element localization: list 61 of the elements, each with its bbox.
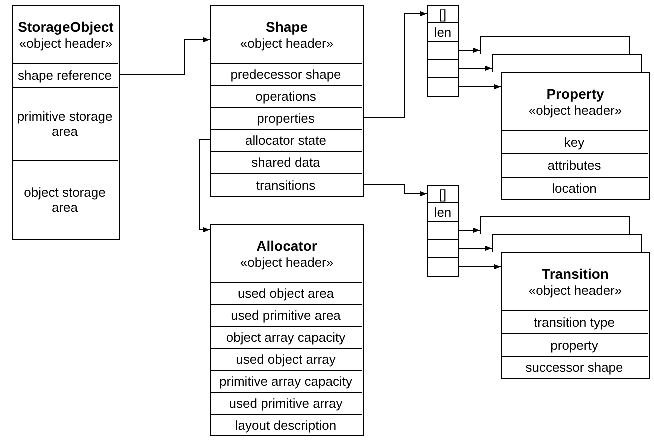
array-slot	[427, 257, 459, 277]
array-header: len	[427, 22, 459, 42]
field-row: properties	[210, 107, 362, 128]
field-row: attributes	[501, 153, 648, 176]
field-row: used object area	[210, 282, 362, 303]
field-row: primitive array capacity	[210, 370, 362, 391]
array-slot	[427, 77, 459, 97]
stereotype-label: «object header»	[240, 254, 334, 270]
stereotype-label: «object header»	[528, 282, 622, 298]
stereotype-label: «object header»	[528, 102, 622, 118]
field-row: shared data	[210, 151, 362, 172]
field-row: layout description	[210, 414, 362, 435]
arrow	[458, 84, 502, 90]
array-header: []	[427, 5, 459, 23]
field-row: operations	[210, 85, 362, 106]
object-box	[501, 72, 650, 200]
object-box	[210, 224, 364, 436]
array-slot	[427, 59, 459, 78]
class-name: Allocator	[256, 238, 318, 254]
class-name: StorageObject	[18, 18, 114, 36]
array-header: len	[427, 202, 459, 222]
arrow	[458, 246, 492, 252]
field-row: predecessor shape	[210, 63, 362, 84]
arrow	[120, 37, 210, 76]
class-name: Transition	[542, 266, 609, 282]
arrow	[364, 184, 428, 197]
array-slot	[427, 41, 459, 60]
class-name: Property	[546, 86, 604, 102]
stacked-card	[480, 36, 630, 54]
arrow	[458, 66, 492, 72]
field-row: allocator state	[210, 129, 362, 150]
arrow	[364, 11, 428, 118]
stereotype-label: «object header»	[19, 36, 113, 50]
field-row: object storage area	[12, 160, 118, 239]
array-slot	[427, 239, 459, 258]
arrow	[200, 140, 210, 233]
field-row: property	[501, 333, 648, 356]
field-row: used primitive area	[210, 304, 362, 325]
field-row: transitions	[210, 173, 362, 196]
field-row: transition type	[501, 310, 648, 333]
array-header: []	[427, 185, 459, 203]
field-row: successor shape	[501, 356, 648, 378]
arrow	[458, 228, 480, 234]
object-box	[210, 5, 364, 197]
stacked-card	[492, 54, 642, 72]
field-row: primitive storage area	[12, 87, 118, 159]
class-name: Shape	[266, 18, 308, 36]
field-row: shape reference	[12, 63, 118, 86]
stereotype-label: «object header»	[240, 36, 334, 50]
object-box	[12, 5, 120, 240]
arrow	[458, 48, 480, 54]
field-row: used object array	[210, 348, 362, 369]
object-box	[501, 252, 650, 379]
array-slot	[427, 221, 459, 240]
field-row: used primitive array	[210, 392, 362, 413]
field-row: key	[501, 130, 648, 153]
field-row: location	[501, 177, 648, 199]
arrow	[458, 264, 502, 270]
field-row: object array capacity	[210, 326, 362, 347]
stacked-card	[480, 216, 630, 234]
stacked-card	[492, 234, 642, 252]
